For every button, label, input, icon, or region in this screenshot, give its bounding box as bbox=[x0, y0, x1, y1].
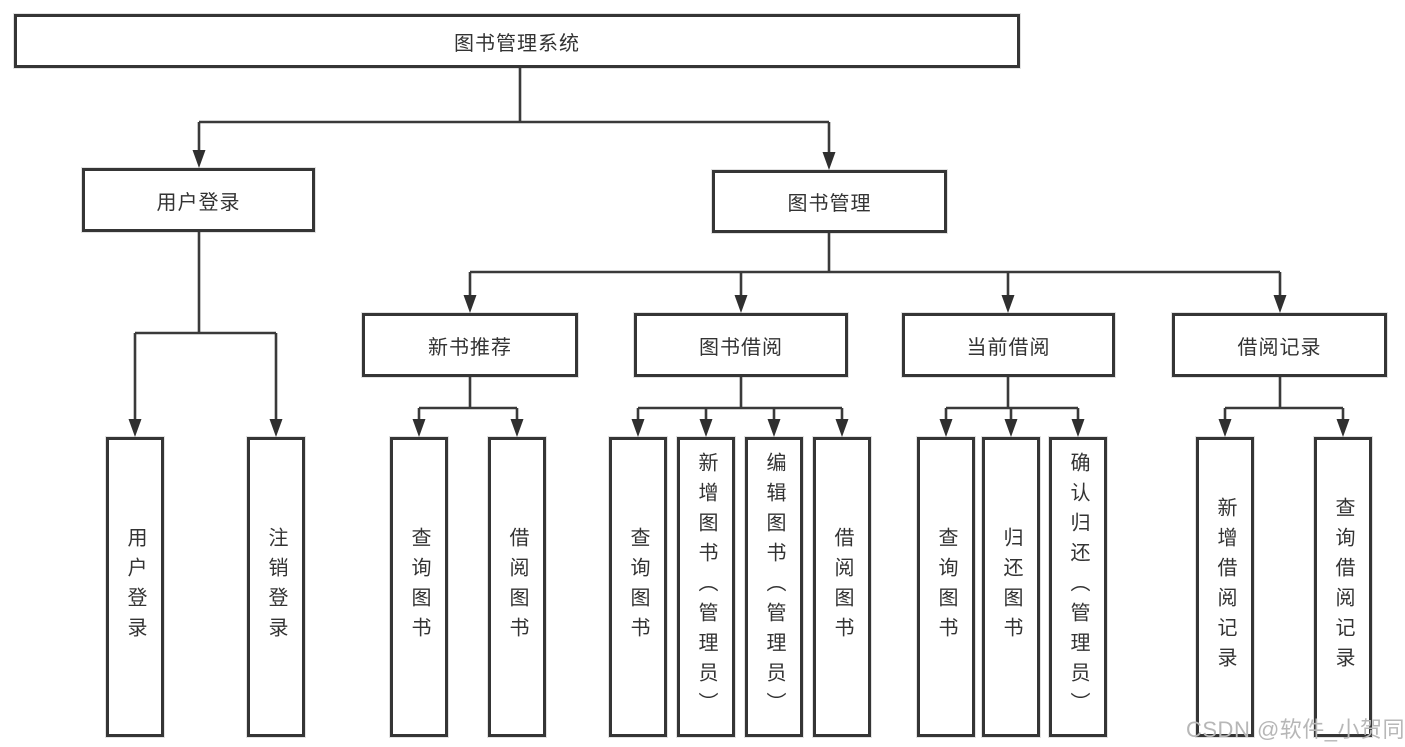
leaf-nbr-query-books-label: 查询图书 bbox=[408, 527, 430, 647]
leaf-user-login: 用户登录 bbox=[106, 437, 164, 737]
leaf-br-query-record: 查询借阅记录 bbox=[1314, 437, 1372, 737]
node-book-borrow-label: 图书借阅 bbox=[699, 336, 783, 359]
leaf-bb-edit-books: 编辑图书（管理员） bbox=[745, 437, 803, 737]
leaf-bb-add-books: 新增图书（管理员） bbox=[677, 437, 735, 737]
node-borrow-record: 借阅记录 bbox=[1172, 313, 1387, 377]
node-borrow-record-label: 借阅记录 bbox=[1237, 336, 1322, 359]
leaf-bb-query-books: 查询图书 bbox=[609, 437, 667, 737]
leaf-br-add-record-label: 新增借阅记录 bbox=[1214, 497, 1236, 677]
leaf-cb-return-books-label: 归还图书 bbox=[1000, 527, 1022, 647]
leaf-br-query-record-label: 查询借阅记录 bbox=[1332, 497, 1354, 677]
node-book-management-label: 图书管理 bbox=[787, 193, 872, 215]
node-user-login-group-label: 用户登录 bbox=[156, 191, 241, 214]
node-book-borrow: 图书借阅 bbox=[634, 313, 848, 377]
leaf-user-login-label: 用户登录 bbox=[124, 527, 146, 647]
leaf-cb-confirm-return-label: 确认归还（管理员） bbox=[1067, 452, 1089, 722]
leaf-bb-edit-books-label: 编辑图书（管理员） bbox=[763, 452, 785, 722]
leaf-bb-borrow-books: 借阅图书 bbox=[813, 437, 871, 737]
leaf-br-add-record: 新增借阅记录 bbox=[1196, 437, 1254, 737]
leaf-bb-borrow-books-label: 借阅图书 bbox=[831, 527, 853, 647]
leaf-cb-return-books: 归还图书 bbox=[982, 437, 1040, 737]
node-current-borrow-label: 当前借阅 bbox=[966, 336, 1051, 359]
node-new-book-recommend: 新书推荐 bbox=[362, 313, 578, 377]
leaf-bb-query-books-label: 查询图书 bbox=[627, 527, 649, 647]
node-root: 图书管理系统 bbox=[14, 14, 1020, 68]
csdn-watermark: CSDN @软件_小贺同学 bbox=[1186, 717, 1405, 742]
node-new-book-recommend-label: 新书推荐 bbox=[428, 336, 512, 359]
node-root-label: 图书管理系统 bbox=[454, 32, 580, 55]
leaf-logout: 注销登录 bbox=[247, 437, 305, 737]
leaf-nbr-borrow-books-label: 借阅图书 bbox=[506, 527, 528, 647]
node-current-borrow: 当前借阅 bbox=[902, 313, 1115, 377]
leaf-cb-query-books: 查询图书 bbox=[917, 437, 975, 737]
leaf-cb-query-books-label: 查询图书 bbox=[935, 527, 957, 647]
leaf-nbr-query-books: 查询图书 bbox=[390, 437, 448, 737]
leaf-bb-add-books-label: 新增图书（管理员） bbox=[695, 452, 717, 722]
leaf-cb-confirm-return: 确认归还（管理员） bbox=[1049, 437, 1107, 737]
leaf-logout-label: 注销登录 bbox=[265, 527, 287, 647]
node-book-management: 图书管理 bbox=[712, 170, 947, 233]
node-user-login-group: 用户登录 bbox=[82, 168, 315, 232]
leaf-nbr-borrow-books: 借阅图书 bbox=[488, 437, 546, 737]
